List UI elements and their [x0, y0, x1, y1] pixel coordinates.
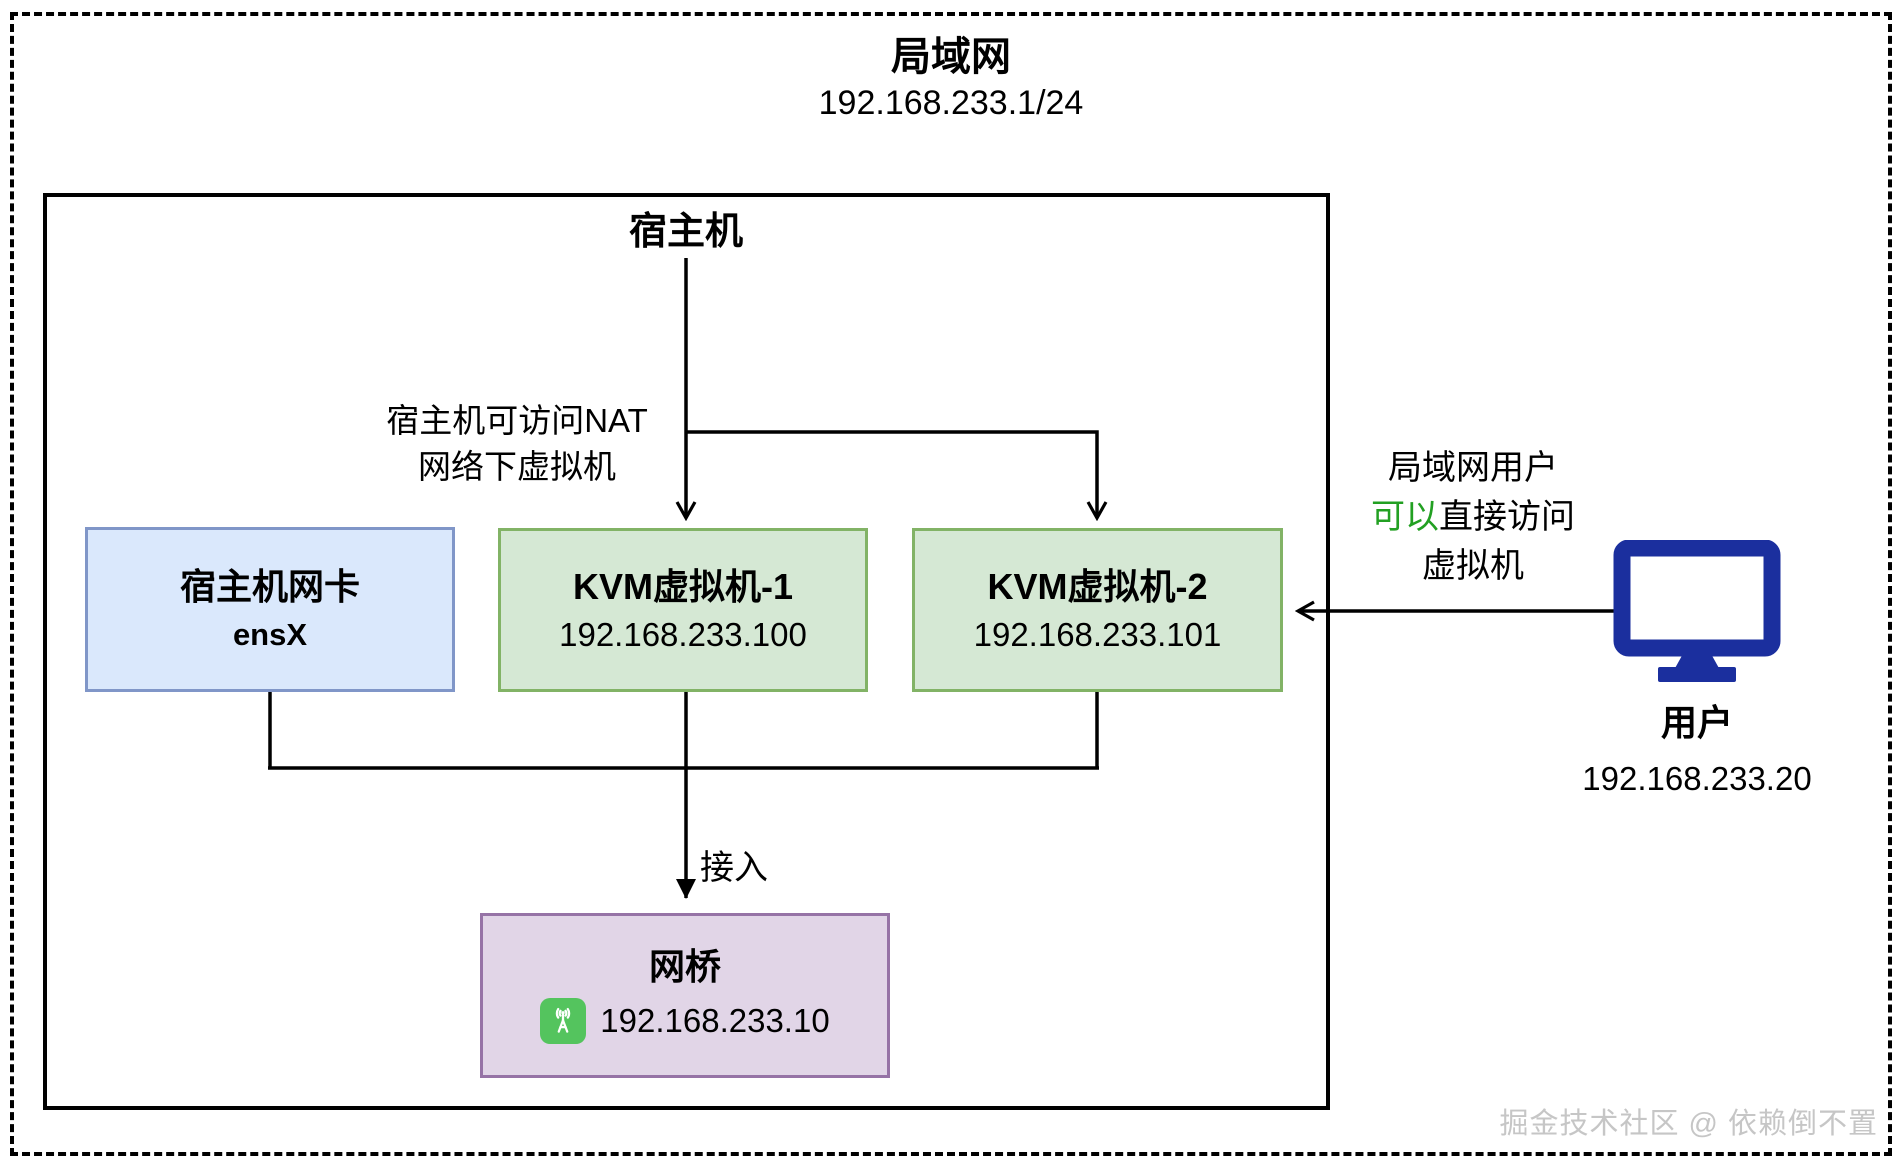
lan-user-note-line3: 虚拟机	[1422, 547, 1524, 585]
kvm1-title: KVM虚拟机-1	[572, 566, 793, 608]
lan-title: 局域网	[891, 35, 1011, 79]
lan-user-note: 局域网用户 可以直接访问 虚拟机	[1290, 444, 1656, 591]
nat-access-note: 宿主机可访问NAT 网络下虚拟机	[337, 398, 697, 490]
kvm2-ip: 192.168.233.101	[973, 615, 1222, 653]
bridge-title: 网桥	[648, 945, 721, 987]
nat-note-line1: 宿主机可访问NAT	[386, 402, 648, 439]
host-nic-title: 宿主机网卡	[179, 565, 360, 607]
node-kvm-vm2: KVM虚拟机-2 192.168.233.101	[912, 528, 1283, 692]
lan-user-note-line2: 可以直接访问	[1371, 498, 1575, 536]
host-nic-device: ensX	[232, 617, 308, 653]
monitor-icon	[1613, 540, 1781, 682]
lan-subnet: 192.168.233.1/24	[818, 84, 1084, 122]
nat-note-line2: 网络下虚拟机	[418, 448, 616, 485]
user-ip: 192.168.233.20	[1582, 760, 1812, 797]
node-host-nic: 宿主机网卡 ensX	[85, 527, 455, 692]
lan-boundary-box	[10, 12, 1892, 1156]
lan-user-note-highlight: 可以	[1371, 498, 1439, 536]
node-bridge: 网桥 192.168.233.10	[480, 913, 890, 1078]
kvm1-ip: 192.168.233.100	[559, 615, 807, 653]
bridge-ip: 192.168.233.10	[600, 1002, 830, 1040]
host-title: 宿主机	[628, 211, 743, 253]
kvm2-title: KVM虚拟机-2	[987, 566, 1208, 608]
lan-user-note-line1: 局域网用户	[1388, 449, 1558, 487]
user-label: 用户	[1660, 702, 1733, 743]
watermark: 掘金技术社区 @ 依赖倒不置	[1499, 1108, 1878, 1140]
bridge-link-label: 接入	[700, 849, 768, 887]
broadcast-tower-icon	[540, 998, 587, 1045]
node-kvm-vm1: KVM虚拟机-1 192.168.233.100	[498, 528, 868, 692]
